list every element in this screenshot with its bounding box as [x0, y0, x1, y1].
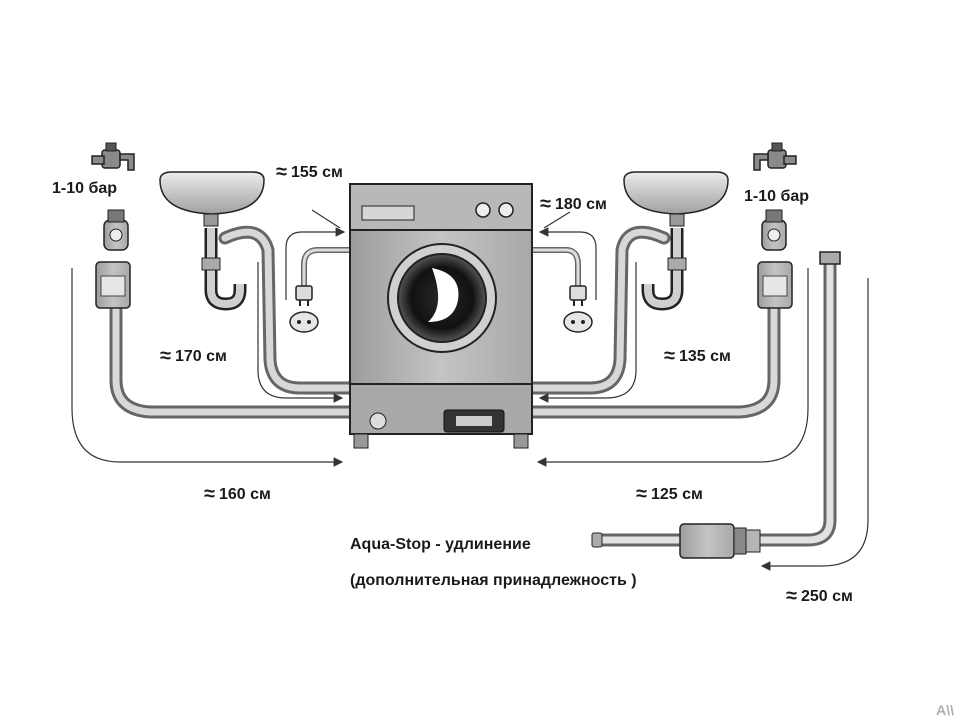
extension-top-fitting-icon	[819, 251, 841, 265]
arc-160	[71, 268, 344, 467]
left-inlet-hose	[109, 293, 362, 419]
label-160: ≈160 см	[204, 483, 271, 505]
arc-135	[538, 262, 637, 403]
left-sink	[159, 171, 265, 311]
washing-machine	[349, 183, 533, 449]
arc-170	[257, 262, 344, 403]
label-pressure-right: 1-10 бар	[744, 188, 810, 205]
right-valve-icon	[761, 209, 787, 251]
aquastop-title: Aqua-Stop - удлинение	[350, 536, 531, 553]
left-filter-icon	[95, 261, 131, 309]
label-135: ≈135 см	[664, 345, 731, 367]
left-tap-icon	[91, 142, 135, 171]
right-socket-icon	[563, 311, 593, 333]
dimension-arcs	[71, 209, 869, 571]
left-socket-icon	[289, 311, 319, 333]
label-180: ≈180 см	[540, 193, 607, 215]
pointer-155	[311, 209, 341, 229]
label-pressure-left: 1-10 бар	[52, 180, 118, 197]
right-foot	[513, 433, 529, 449]
right-siphon-icon	[641, 228, 687, 311]
door-icon	[387, 243, 497, 353]
aquastop-valve-icon	[679, 523, 761, 559]
pointer-180	[543, 211, 571, 229]
arc-155	[285, 227, 346, 300]
left-siphon-icon	[201, 228, 247, 311]
right-tap-assembly	[753, 142, 797, 309]
right-drain-hose	[523, 225, 671, 395]
right-tap-icon	[753, 142, 797, 171]
left-plug-icon	[295, 285, 313, 306]
left-foot	[353, 433, 369, 449]
arc-125	[536, 268, 809, 467]
hoses	[109, 225, 837, 547]
detergent-drawer	[361, 205, 415, 221]
knob-1	[475, 202, 491, 218]
left-tap-assembly	[91, 142, 135, 309]
left-drain-hose	[218, 225, 362, 395]
label-170: ≈170 см	[160, 345, 227, 367]
label-155: ≈155 см	[276, 161, 343, 183]
label-125: ≈125 см	[636, 483, 703, 505]
filter-cap	[369, 412, 387, 430]
aquastop-hose-end-icon	[591, 532, 603, 548]
right-filter-icon	[757, 261, 793, 309]
knob-2	[498, 202, 514, 218]
aquastop-subtitle: (дополнительная принадлежность )	[350, 572, 637, 589]
watermark-logo: A\\	[936, 702, 954, 718]
arc-180	[538, 227, 597, 300]
label-250: ≈250 см	[786, 585, 853, 607]
arc-250	[760, 278, 869, 571]
right-plug-icon	[569, 285, 587, 306]
right-sink	[623, 171, 729, 311]
left-valve-icon	[103, 209, 129, 251]
